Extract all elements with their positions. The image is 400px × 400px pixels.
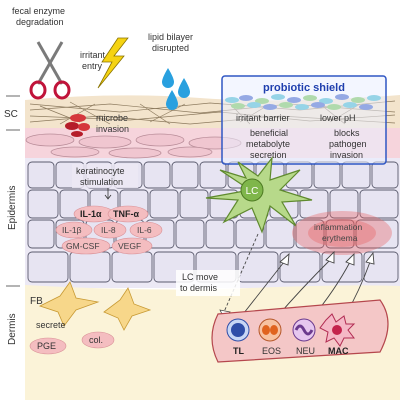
cytokine-il1a: IL-1α — [80, 209, 102, 219]
inflammation-core — [308, 219, 376, 247]
fb-secrete-label: secrete — [36, 320, 66, 330]
immune-cell-label-mac: MAC — [328, 346, 349, 356]
immune-cell-label-neu: NEU — [296, 346, 315, 356]
cytokine-il8: IL-8 — [101, 225, 116, 235]
lc-label: LC — [246, 186, 259, 197]
layer-dividers — [6, 95, 20, 287]
cytokine-vegf: VEGF — [118, 241, 141, 251]
immune-cell-tl — [226, 318, 250, 342]
cytokine-il6: IL-6 — [137, 225, 152, 235]
keratinocyte-label-line2: stimulation — [80, 177, 123, 187]
immune-cell-neu — [292, 318, 316, 342]
lipid-label-line2: disrupted — [152, 43, 189, 53]
inflammation-label-line2: erythema — [322, 233, 358, 243]
microbe-cluster-icon — [65, 114, 90, 137]
lc-nucleus — [240, 178, 264, 202]
epidermis-layer-label: Epidermis — [7, 186, 18, 230]
fecal-enzyme-label-line2: degradation — [16, 17, 64, 27]
collagen-label: col. — [89, 335, 103, 345]
lc-migration-arrow — [223, 233, 259, 313]
keratinocyte-arrowhead-icon — [104, 194, 112, 200]
irritant-label-line2: entry — [82, 61, 103, 71]
inflammation-label-line1: inflammation — [314, 222, 362, 232]
beneficial-label-line3: secretion — [250, 150, 287, 160]
blocks-label-line1: blocks — [334, 128, 360, 138]
sc-layer-label: SC — [4, 109, 18, 120]
pge-label: PGE — [37, 341, 56, 351]
scissors-icon — [29, 41, 71, 100]
microbe-label-line2: invasion — [96, 124, 129, 134]
irritant-barrier-label: irritant barrier — [236, 113, 290, 123]
beneficial-label-line2: metabolyte — [246, 139, 290, 149]
dermis-layer-label: Dermis — [7, 313, 18, 345]
immune-cell-mac — [319, 313, 356, 347]
probiotic-shield-title: probiotic shield — [263, 82, 345, 94]
cytokine-bubbles — [55, 205, 163, 255]
keratinocyte-grid — [27, 161, 399, 283]
cytokine-tnfa: TNF-α — [113, 209, 139, 219]
lower-ph-label: lower pH — [320, 113, 356, 123]
lc-move-label-line1: LC move — [182, 272, 218, 282]
blocks-label-line3: invasion — [330, 150, 363, 160]
immune-cell-label-eos: EOS — [262, 346, 281, 356]
lipid-label-line1: lipid bilayer — [148, 32, 193, 42]
beneficial-label-line1: beneficial — [250, 128, 288, 138]
lightning-bolt-icon — [97, 37, 129, 89]
fb-label: FB — [30, 296, 43, 307]
granular-cells — [25, 133, 242, 159]
lc-move-backdrop — [176, 270, 240, 296]
immune-cell-label-tl: TL — [233, 346, 244, 356]
cytokine-gmcsf: GM-CSF — [66, 241, 100, 251]
microbe-label-line1: microbe — [96, 113, 128, 123]
inflammation-glow — [292, 211, 392, 255]
fibroblast-cells — [38, 281, 152, 331]
cytokine-il1b: IL-1β — [62, 225, 82, 235]
keratinocyte-label-line1: keratinocyte — [76, 166, 125, 176]
blocks-label-line2: pathogen — [329, 139, 367, 149]
irritant-label-line1: irritant — [80, 50, 106, 60]
water-drops-icon — [162, 68, 190, 110]
fecal-enzyme-label-line1: fecal enzyme — [12, 6, 65, 16]
keratinocyte-label-backdrop — [72, 164, 138, 188]
pge-bubble — [29, 337, 67, 355]
immune-arrowheads — [279, 250, 375, 266]
immune-cell-eos — [258, 318, 282, 342]
lc-move-label-line2: to dermis — [180, 283, 218, 293]
probiotic-shield-box — [221, 75, 387, 165]
collagen-bubble — [81, 331, 115, 349]
